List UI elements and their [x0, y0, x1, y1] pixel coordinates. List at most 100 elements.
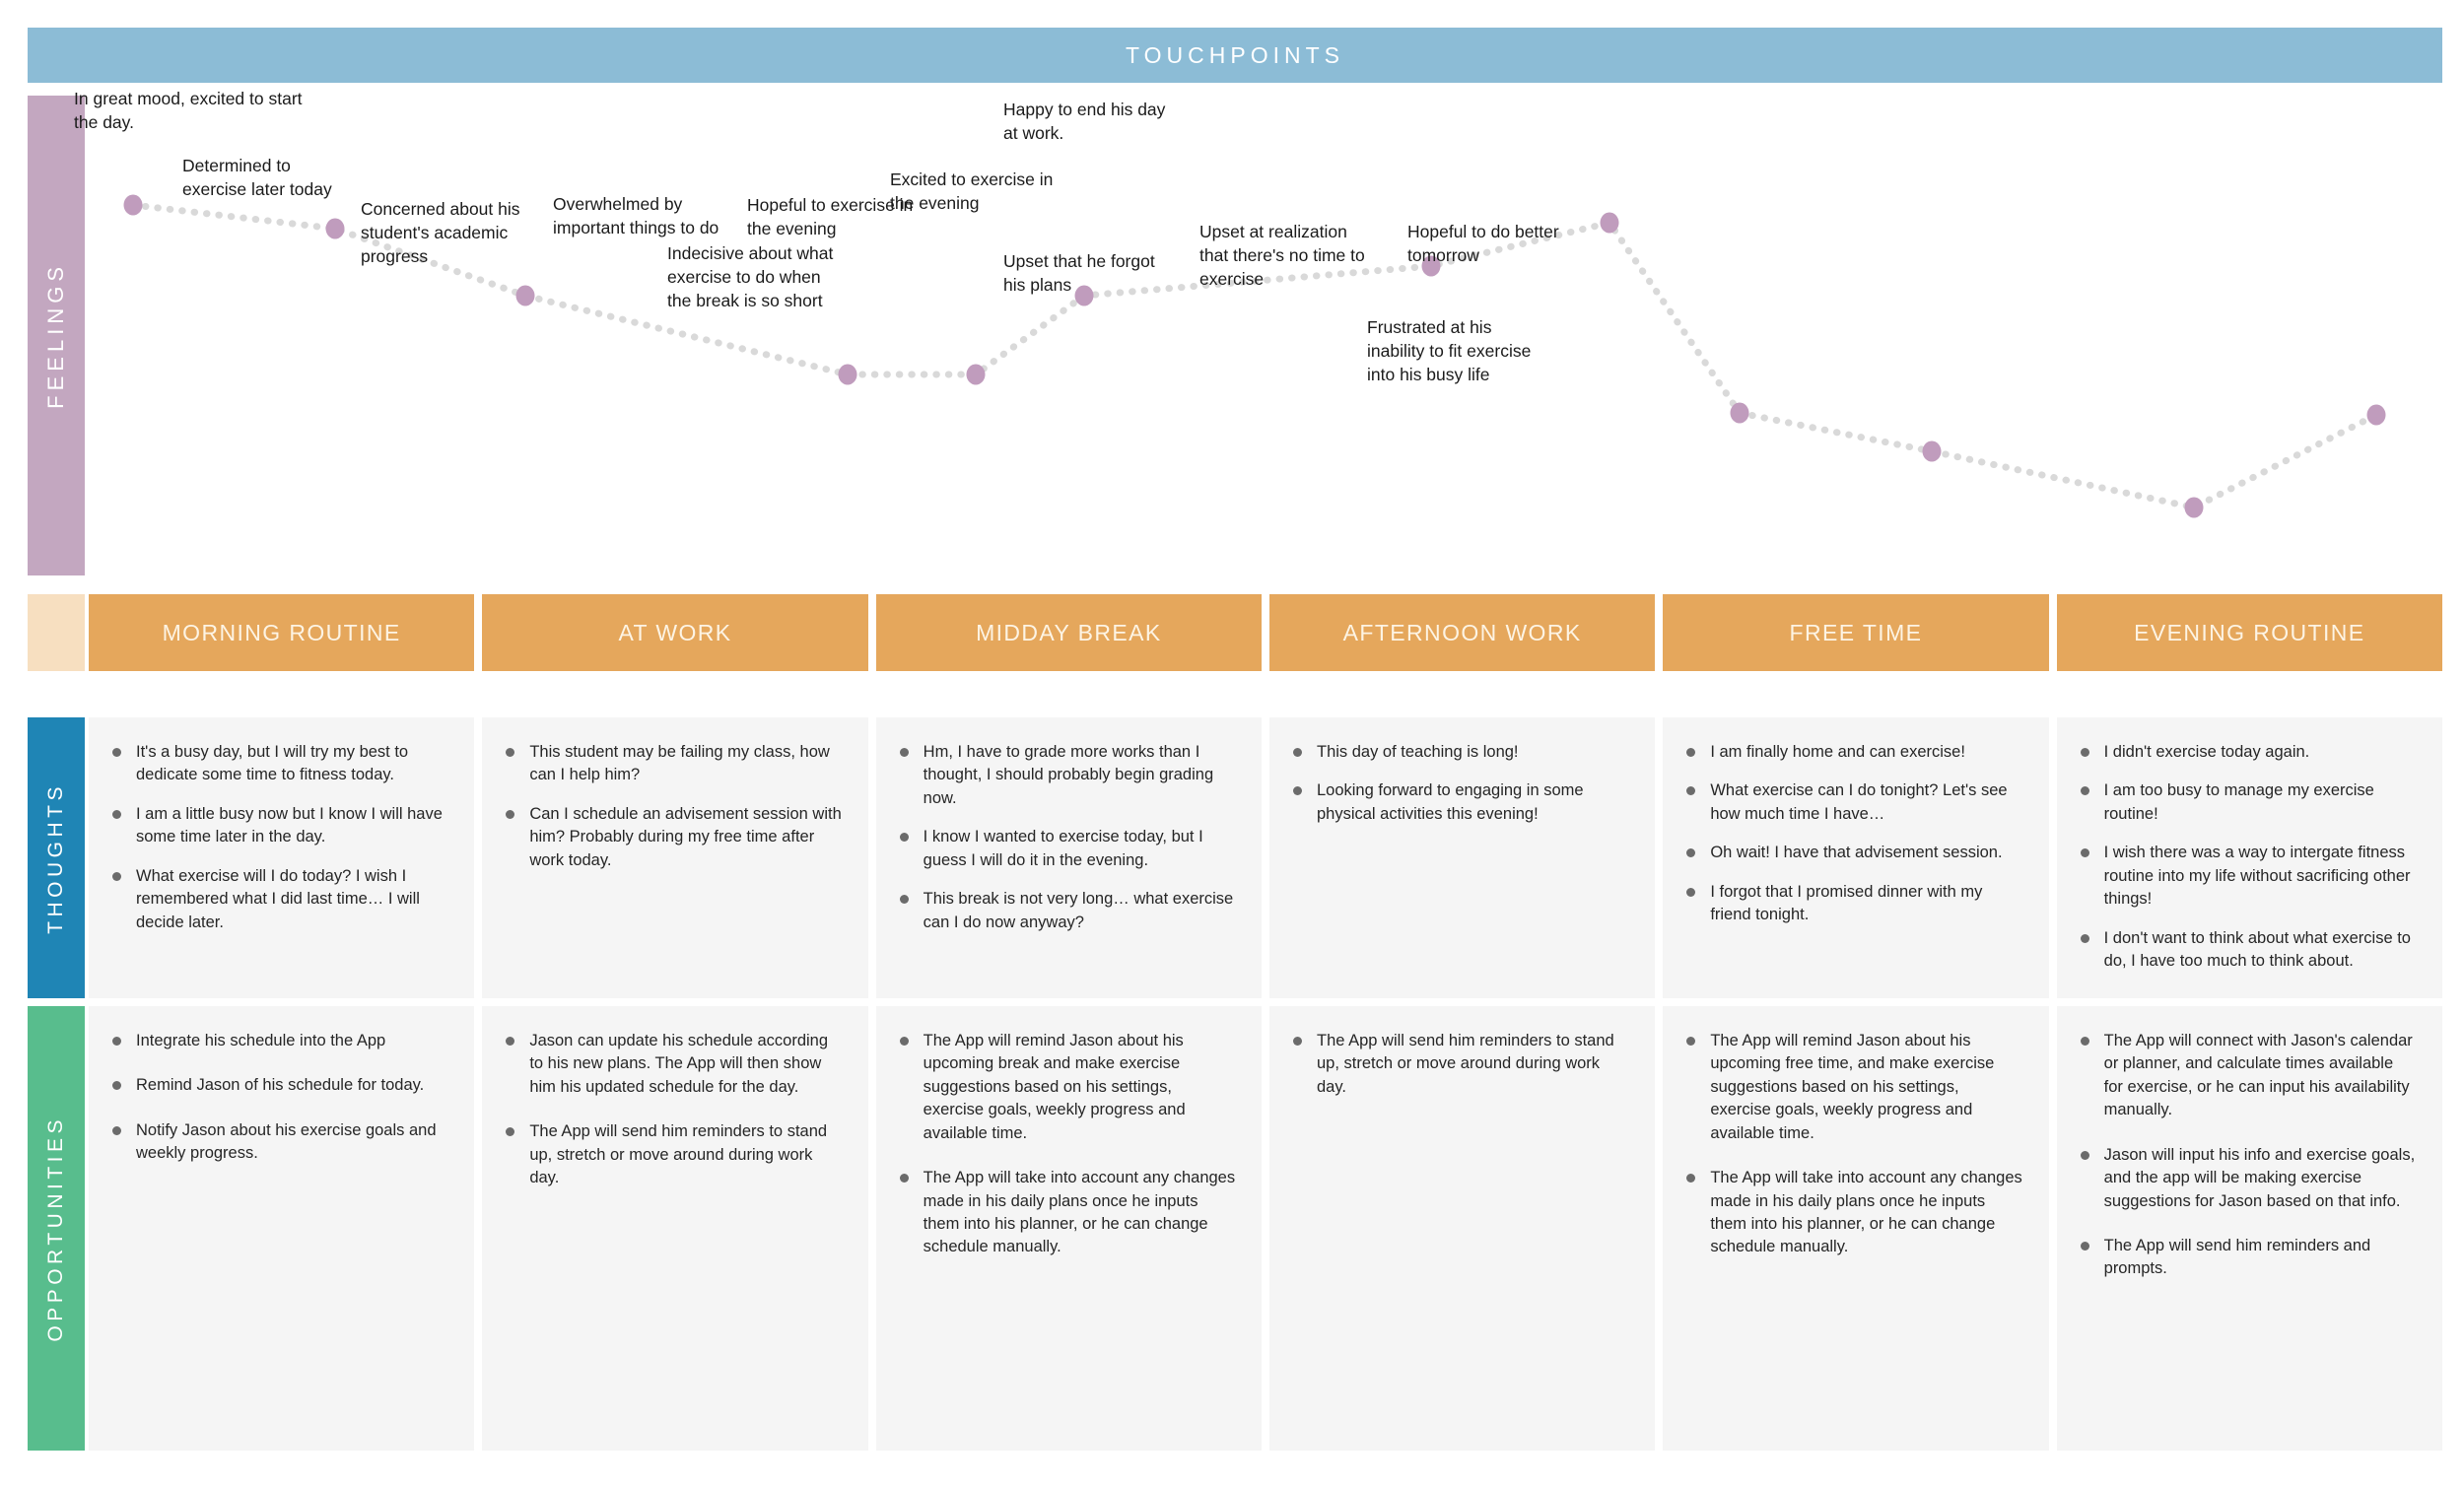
list-item: I don't want to think about what exercis… — [2079, 927, 2417, 974]
thoughts-cell: This day of teaching is long!Looking for… — [1268, 717, 1656, 998]
bullet-icon — [112, 809, 121, 819]
list-item-text: The App will send him reminders and prom… — [2103, 1236, 2371, 1278]
list-item-text: Can I schedule an advisement session wit… — [529, 804, 842, 869]
list-item: The App will connect with Jason's calend… — [2079, 1030, 2417, 1122]
thoughts-sidebar: THOUGHTS — [28, 717, 85, 998]
stage-header-free-time[interactable]: FREE TIME — [1663, 594, 2049, 671]
bullet-icon — [899, 833, 909, 843]
list-item: It's a busy day, but I will try my best … — [110, 741, 448, 787]
list-item: What exercise can I do tonight? Let's se… — [1684, 779, 2022, 826]
stage-header-label: AFTERNOON WORK — [1342, 619, 1582, 645]
list-item: I know I wanted to exercise today, but I… — [898, 826, 1236, 872]
feelings-trend-line — [129, 201, 2380, 511]
list-item: Can I schedule an advisement session wit… — [504, 803, 842, 872]
bullet-icon — [1686, 1174, 1696, 1184]
bullet-icon — [2080, 1150, 2089, 1160]
feelings-note: Upset at realization that there's no tim… — [1199, 222, 1365, 290]
thoughts-cell: This student may be failing my class, ho… — [482, 717, 868, 998]
feelings-data-point[interactable] — [325, 218, 345, 239]
list-item: I wish there was a way to intergate fitn… — [2079, 842, 2417, 911]
feelings-data-point[interactable] — [838, 364, 857, 385]
list-item: I am too busy to manage my exercise rout… — [2079, 779, 2417, 826]
feelings-note: Determined to exercise later today — [182, 156, 332, 200]
list-item: I didn't exercise today again. — [2079, 741, 2417, 764]
thoughts-list: This student may be failing my class, ho… — [504, 741, 842, 872]
bullet-icon — [506, 809, 515, 819]
bullet-icon — [2080, 1241, 2089, 1251]
bullet-icon — [506, 748, 515, 757]
list-item: I forgot that I promised dinner with my … — [1684, 881, 2022, 927]
list-item-text: The App will remind Jason about his upco… — [923, 1032, 1186, 1142]
bullet-icon — [112, 871, 121, 881]
list-item-text: Looking forward to engaging in some phys… — [1316, 781, 1584, 823]
list-item-text: I don't want to think about what exercis… — [2103, 928, 2411, 970]
stage-header-midday-break[interactable]: MIDDAY BREAK — [875, 594, 1262, 671]
bullet-icon — [1292, 1037, 1302, 1046]
list-item-text: The App will send him reminders to stand… — [1316, 1032, 1614, 1096]
bullet-icon — [112, 748, 121, 757]
opportunities-list: The App will remind Jason about his upco… — [898, 1030, 1236, 1259]
feelings-data-point[interactable] — [1421, 255, 1441, 277]
thoughts-cell: I didn't exercise today again. I am too b… — [2056, 717, 2442, 998]
list-item: What exercise will I do today? I wish I … — [110, 865, 448, 934]
thoughts-cell: Hm, I have to grade more works than I th… — [875, 717, 1262, 998]
touchpoints-title: TOUCHPOINTS — [1126, 41, 1344, 68]
list-item-text: The App will take into account any chang… — [1710, 1169, 2022, 1256]
feelings-data-point[interactable] — [2184, 497, 2204, 518]
opportunities-list: The App will connect with Jason's calend… — [2079, 1030, 2417, 1281]
feelings-sidebar: FEELINGS — [28, 96, 85, 575]
opportunities-list: The App will remind Jason about his upco… — [1684, 1030, 2022, 1259]
stage-header-evening-routine[interactable]: EVENING ROUTINE — [2056, 594, 2442, 671]
feelings-note: In great mood, excited to start the day. — [74, 89, 303, 133]
stage-header-at-work[interactable]: AT WORK — [482, 594, 868, 671]
feelings-note: Indecisive about what exercise to do whe… — [667, 243, 834, 311]
thoughts-list: It's a busy day, but I will try my best … — [110, 741, 448, 934]
thoughts-cell: I am finally home and can exercise! What … — [1663, 717, 2049, 998]
bullet-icon — [1292, 748, 1302, 757]
stage-header-afternoon-work[interactable]: AFTERNOON WORK — [1268, 594, 1656, 671]
feelings-data-point[interactable] — [966, 364, 986, 385]
list-item-text: The App will remind Jason about his upco… — [1710, 1032, 1995, 1142]
list-item-text: This student may be failing my class, ho… — [529, 743, 830, 784]
bullet-icon — [112, 1081, 121, 1091]
bullet-icon — [2080, 933, 2089, 943]
list-item: The App will send him reminders to stand… — [1291, 1030, 1629, 1099]
list-item: Looking forward to engaging in some phys… — [1291, 779, 1629, 826]
feelings-note: Hopeful to do better tomorrow — [1407, 222, 1559, 266]
bullet-icon — [1686, 887, 1696, 897]
list-item: The App will take into account any chang… — [1684, 1167, 2022, 1259]
stage-header-morning-routine[interactable]: MORNING ROUTINE — [89, 594, 475, 671]
list-item-text: Remind Jason of his schedule for today. — [136, 1076, 425, 1095]
list-item-text: Integrate his schedule into the App — [136, 1032, 386, 1049]
list-item: This break is not very long… what exerci… — [898, 888, 1236, 934]
list-item-text: Oh wait! I have that advisement session. — [1710, 844, 2003, 862]
feelings-data-point[interactable] — [123, 194, 143, 216]
list-item: The App will send him reminders and prom… — [2079, 1235, 2417, 1281]
feelings-note: Upset that he forgot his plans — [1003, 251, 1155, 296]
feelings-data-point[interactable] — [2366, 404, 2386, 426]
list-item-text: It's a busy day, but I will try my best … — [136, 743, 409, 784]
bullet-icon — [112, 1125, 121, 1135]
opportunities-list: Jason can update his schedule according … — [504, 1030, 842, 1190]
feelings-data-point[interactable] — [1730, 402, 1749, 424]
feelings-data-point[interactable] — [1922, 440, 1942, 462]
feelings-data-point[interactable] — [515, 285, 535, 306]
list-item-text: Hm, I have to grade more works than I th… — [923, 743, 1214, 807]
feelings-line-svg — [123, 194, 2386, 518]
list-item-text: The App will connect with Jason's calend… — [2103, 1032, 2413, 1119]
feelings-data-point[interactable] — [1074, 285, 1094, 306]
list-item-text: I am a little busy now but I know I will… — [136, 804, 443, 846]
stage-header-label: EVENING ROUTINE — [2134, 619, 2365, 645]
list-item: I am finally home and can exercise! — [1684, 741, 2022, 764]
opportunities-list: The App will send him reminders to stand… — [1291, 1030, 1629, 1099]
stage-header-label: FREE TIME — [1789, 619, 1923, 645]
thoughts-list: I am finally home and can exercise! What … — [1684, 741, 2022, 927]
thoughts-sidebar-label: THOUGHTS — [44, 781, 67, 934]
feelings-data-point[interactable] — [1600, 212, 1619, 234]
list-item: Notify Jason about his exercise goals an… — [110, 1119, 448, 1166]
stage-header-label: MORNING ROUTINE — [162, 619, 401, 645]
opportunities-cell: The App will connect with Jason's calend… — [2056, 1006, 2442, 1451]
thoughts-cell: It's a busy day, but I will try my best … — [89, 717, 475, 998]
list-item-text: What exercise can I do tonight? Let's se… — [1710, 781, 2008, 823]
